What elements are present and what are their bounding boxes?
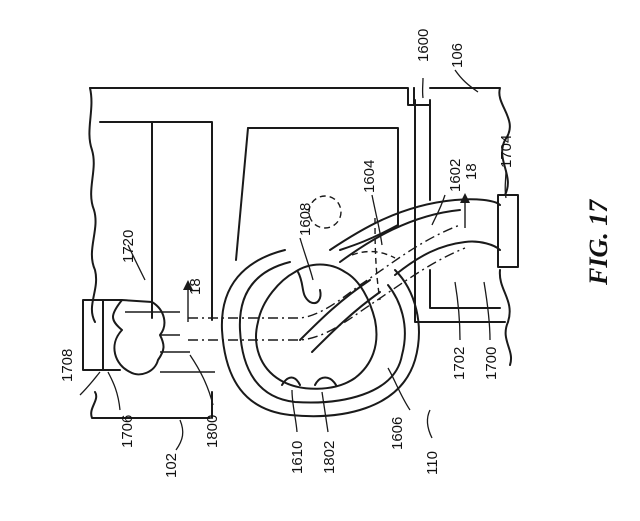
label-1606: 1606 — [389, 417, 406, 450]
label-102: 102 — [163, 453, 180, 478]
label-1602: 1602 — [447, 159, 464, 192]
loop-110 — [220, 249, 420, 418]
label-1708: 1708 — [59, 349, 76, 382]
label-18-right: 18 — [463, 163, 480, 180]
label-110: 110 — [424, 451, 441, 475]
leader-lines — [79, 69, 507, 451]
label-1700: 1700 — [483, 347, 500, 380]
label-1604: 1604 — [361, 160, 378, 193]
label-1608: 1608 — [297, 203, 314, 236]
label-1704: 1704 — [498, 135, 515, 168]
label-1800: 1800 — [204, 415, 221, 448]
dashed-centerlines — [188, 195, 466, 341]
housing-106 — [413, 87, 513, 366]
inner-frame — [99, 121, 399, 419]
label-1720: 1720 — [120, 230, 137, 263]
label-1610: 1610 — [289, 441, 306, 474]
label-1802: 1802 — [321, 441, 338, 474]
connector-1708 — [82, 299, 215, 376]
section-arrows — [183, 193, 470, 322]
tube-1700 — [299, 194, 519, 353]
label-1702: 1702 — [451, 347, 468, 380]
label-18-left: 18 — [187, 278, 204, 295]
label-1600: 1600 — [415, 29, 432, 62]
label-1706: 1706 — [119, 415, 136, 448]
figure-title: FIG. 17 — [584, 199, 613, 286]
label-106: 106 — [449, 43, 466, 68]
